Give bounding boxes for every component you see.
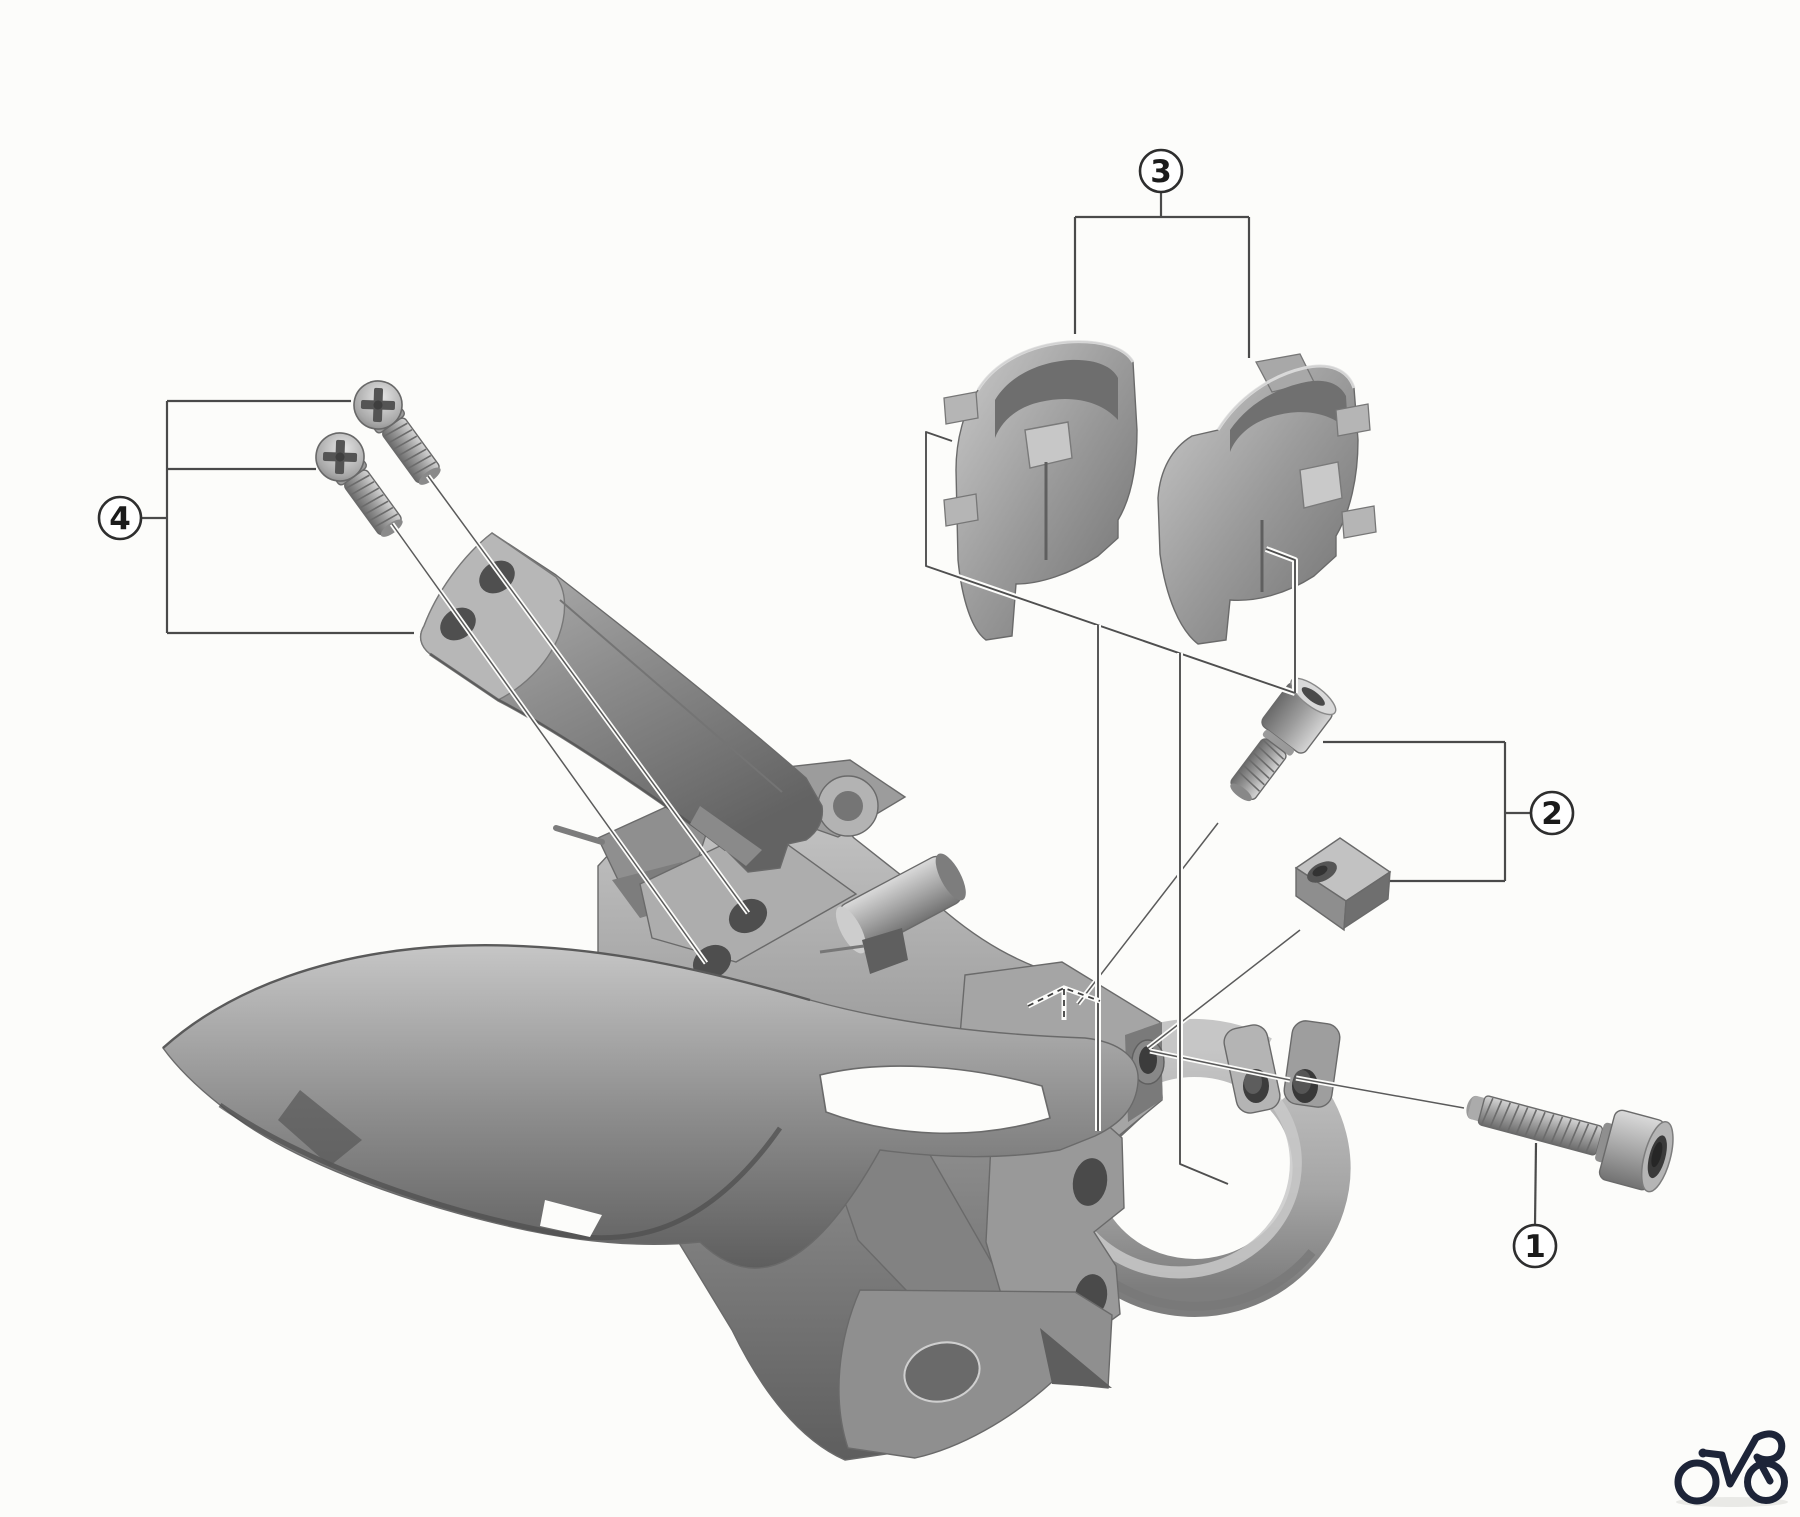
screw-a-threads <box>384 422 436 476</box>
spring-pin <box>553 825 605 845</box>
callout-3: 3 <box>1138 148 1184 194</box>
body-screw-hole-b <box>692 944 732 980</box>
cage-slot <box>819 1065 1051 1135</box>
spacer-leader-drop-right <box>1179 653 1229 1185</box>
clamp-bolt-threads <box>1481 1097 1598 1153</box>
bolt-threads <box>1238 739 1285 792</box>
mount-bracket <box>419 532 824 873</box>
cable-anchor-pin <box>819 944 865 954</box>
callout-2: 2 <box>1529 790 1575 836</box>
spacer-leader-top <box>925 431 1296 694</box>
plate-nut-hole <box>1312 865 1328 877</box>
spring-barrel <box>835 853 966 954</box>
phillips-cross-icon <box>360 387 396 423</box>
bicycle-logo-icon <box>1674 1430 1788 1507</box>
pivot-knuckle-bore <box>833 791 863 821</box>
cage-tail <box>838 1289 1113 1459</box>
spacer-right-notch <box>1299 461 1343 509</box>
spacer-right-lug-top <box>1335 403 1371 437</box>
phillips-cross-icon <box>322 439 358 475</box>
callout-2-number: 2 <box>1541 796 1563 832</box>
callout-3-number: 3 <box>1150 154 1172 190</box>
cable-fixing-bolt <box>1230 677 1337 802</box>
callout-1-leader <box>1533 1142 1538 1226</box>
callout-2-bracket <box>1323 740 1531 883</box>
callout-bracket-lines <box>141 192 1538 1226</box>
screw-b-axis-line <box>391 523 707 964</box>
clamp-bolt-axis-line <box>1149 1050 1465 1109</box>
callout-4: 4 <box>97 495 143 541</box>
derailleur-body <box>162 759 1165 1461</box>
band-left-ear <box>1223 1024 1281 1114</box>
bolt-socket <box>1301 687 1325 706</box>
bracket-screw-b <box>315 432 403 537</box>
callouts: 1 2 3 4 <box>97 148 1575 1269</box>
callout-3-bracket <box>1073 192 1251 358</box>
spacer-left-lug-top <box>943 391 979 425</box>
screw-a-axis-line <box>427 475 749 914</box>
spacer-left-lug-bottom <box>943 493 979 527</box>
callout-4-bracket <box>141 399 414 635</box>
clamp-bolt <box>1466 1095 1674 1193</box>
callout-1: 1 <box>1512 1223 1558 1269</box>
callout-4-number: 4 <box>109 501 131 537</box>
cable-fixing-plate-nut <box>1294 837 1392 932</box>
spacer-left-notch <box>1024 421 1073 469</box>
clamp-spacer-right-half <box>1157 353 1377 645</box>
spacer-right-lug-bottom <box>1341 505 1377 539</box>
clamp-spacer-left-half <box>943 340 1138 641</box>
cable-anchor-block <box>862 928 908 974</box>
body-screw-hole-a <box>728 898 768 934</box>
cage-blade <box>162 943 1139 1269</box>
screw-b-threads <box>346 474 398 528</box>
plate-nut-leader-line <box>1147 929 1301 1049</box>
callout-1-number: 1 <box>1524 1229 1546 1265</box>
cable-bolt-axis-line <box>1077 822 1219 1005</box>
bracket-screw-a <box>353 380 441 485</box>
hidden-edge-dashes <box>1027 987 1101 1020</box>
leader-lines <box>389 429 1465 1187</box>
